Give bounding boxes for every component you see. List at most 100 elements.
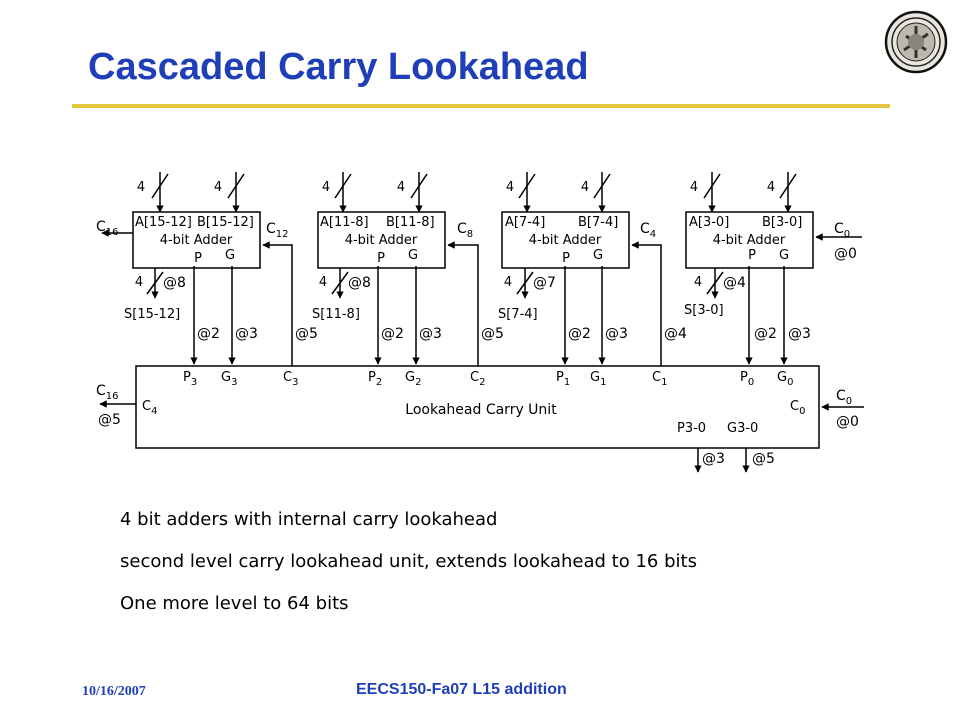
- sum-label: S[7-4]: [498, 307, 538, 322]
- slide-title: Cascaded Carry Lookahead: [88, 46, 589, 88]
- adder-name: 4-bit Adder: [713, 233, 786, 248]
- input-b-bus-slash: [779, 173, 797, 199]
- g-time: @3: [788, 326, 811, 342]
- input-a-width: 4: [506, 180, 514, 195]
- carry-in-label: C4: [640, 221, 656, 240]
- adder-g-label: G: [408, 248, 418, 263]
- lcu-c-output: C1: [652, 370, 667, 388]
- input-a-bus-slash: [703, 173, 721, 199]
- sum-bus-slash: [331, 271, 349, 295]
- lcu-c4-label: C4: [142, 399, 157, 417]
- lcu-p30-time: @3: [702, 451, 725, 467]
- adder-p-label: P: [194, 251, 202, 266]
- sum-label: S[15-12]: [124, 307, 180, 322]
- sum-time: @8: [348, 275, 371, 291]
- adder-b-label: B[15-12]: [197, 215, 254, 230]
- sum-width: 4: [504, 275, 512, 290]
- input-a-width: 4: [137, 180, 145, 195]
- input-a-width: 4: [322, 180, 330, 195]
- bullet-item: second level carry lookahead unit, exten…: [120, 551, 697, 572]
- p-time: @2: [754, 326, 777, 342]
- g-time: @3: [419, 326, 442, 342]
- lcu-box: [135, 365, 820, 449]
- c-time: @5: [295, 326, 318, 342]
- lcu-p-input: P2: [368, 370, 382, 388]
- input-b-width: 4: [397, 180, 405, 195]
- sum-width: 4: [694, 275, 702, 290]
- sum-time: @4: [723, 275, 746, 291]
- adder-g-label: G: [779, 248, 789, 263]
- input-a-bus-slash: [151, 173, 169, 199]
- adder-b-label: B[7-4]: [578, 215, 618, 230]
- sum-time: @8: [163, 275, 186, 291]
- lcu-g-input: G1: [590, 370, 606, 388]
- bullet-list: 4 bit adders with internal carry lookahe…: [120, 506, 697, 632]
- carry-in-wire: [262, 241, 293, 366]
- adder-box: [132, 211, 261, 269]
- adders: A[15-12] B[15-12] 4-bit Adder P G 4 4 4 …: [96, 172, 862, 366]
- sum-label: S[3-0]: [684, 303, 724, 318]
- adder-a-label: A[3-0]: [689, 215, 729, 230]
- input-b-bus-slash: [593, 173, 611, 199]
- lcu-c0-input-time: @0: [836, 414, 859, 430]
- lcu-c16-output-label: C16: [96, 383, 119, 402]
- lcu-c16-output-time: @5: [98, 412, 121, 428]
- input-b-width: 4: [581, 180, 589, 195]
- input-b-width: 4: [767, 180, 775, 195]
- adder-p-label: P: [562, 251, 570, 266]
- lookahead-carry-unit: Lookahead Carry Unit P3 G3 C3 P2 G2 C2 P…: [96, 365, 864, 473]
- input-a-bus-slash: [334, 173, 352, 199]
- lcu-g-input: G3: [221, 370, 237, 388]
- footer-course: EECS150-Fa07 L15 addition: [356, 681, 567, 698]
- adder-g-label: G: [593, 248, 603, 263]
- carry-in-label: C8: [457, 221, 473, 240]
- adder-b-label: B[3-0]: [762, 215, 802, 230]
- c-time: @5: [481, 326, 504, 342]
- lcu-c0-input-label: C0: [836, 388, 852, 407]
- lcu-c0-label: C0: [790, 399, 805, 417]
- sum-label: S[11-8]: [312, 307, 360, 322]
- adder-0: A[3-0] B[3-0] 4-bit Adder P G 4 4 4 @4 S…: [684, 172, 862, 365]
- carry-in-label: C12: [266, 221, 289, 240]
- carry-out-label: C16: [96, 219, 119, 238]
- bullet-item: 4 bit adders with internal carry lookahe…: [120, 509, 498, 530]
- lcu-g30-time: @5: [752, 451, 775, 467]
- g-time: @3: [235, 326, 258, 342]
- p-time: @2: [197, 326, 220, 342]
- g-time: @3: [605, 326, 628, 342]
- lcu-p-input: P3: [183, 370, 197, 388]
- lcu-p30-label: P3-0: [677, 421, 706, 436]
- carry-in-wire: [447, 241, 479, 366]
- adder-p-label: P: [377, 251, 385, 266]
- adder-a-label: A[15-12]: [135, 215, 192, 230]
- lcu-p-input: P1: [556, 370, 570, 388]
- lcu-c-output: C3: [283, 370, 298, 388]
- adder-1: A[7-4] B[7-4] 4-bit Adder P G 4 4 4 @7 S…: [498, 172, 687, 366]
- adder-name: 4-bit Adder: [345, 233, 418, 248]
- adder-2: A[11-8] B[11-8] 4-bit Adder P G 4 4 4 @8…: [312, 172, 504, 366]
- bullet-item: One more level to 64 bits: [120, 593, 349, 614]
- adder-g-label: G: [225, 248, 235, 263]
- adder-a-label: A[7-4]: [505, 215, 545, 230]
- input-b-bus-slash: [410, 173, 428, 199]
- title-underline: [72, 104, 890, 108]
- sum-time: @7: [533, 275, 556, 291]
- adder-name: 4-bit Adder: [529, 233, 602, 248]
- lcu-p-input: P0: [740, 370, 754, 388]
- carry-in-time: @0: [834, 246, 857, 262]
- adder-3: A[15-12] B[15-12] 4-bit Adder P G 4 4 4 …: [96, 172, 318, 366]
- input-a-bus-slash: [518, 173, 536, 199]
- p-time: @2: [568, 326, 591, 342]
- sum-bus-slash: [706, 271, 724, 295]
- input-a-width: 4: [690, 180, 698, 195]
- adder-box: [317, 211, 446, 269]
- adder-b-label: B[11-8]: [386, 215, 435, 230]
- adder-name: 4-bit Adder: [160, 233, 233, 248]
- lcu-g-input: G0: [777, 370, 793, 388]
- carry-in-wire: [631, 241, 662, 366]
- lcu-g30-label: G3-0: [727, 421, 758, 436]
- lcu-name: Lookahead Carry Unit: [405, 402, 557, 418]
- lcu-g-input: G2: [405, 370, 421, 388]
- adder-a-label: A[11-8]: [320, 215, 369, 230]
- footer-date: 10/16/2007: [82, 684, 146, 699]
